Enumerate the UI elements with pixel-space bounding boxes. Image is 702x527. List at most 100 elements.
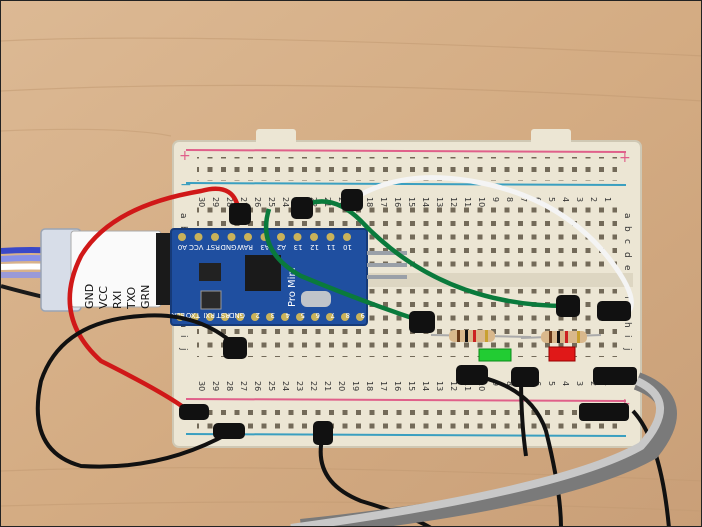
adapter-pin-rxi: RXI (111, 291, 124, 309)
row-letter-top: c (622, 239, 632, 244)
wire-head-green-mid (409, 311, 435, 333)
board-bottom-pin (281, 313, 289, 321)
column-number-bottom: 30 (197, 381, 206, 391)
adapter-pin-gnd: GND (83, 284, 96, 309)
column-number-top: 7 (519, 197, 528, 202)
wire-head-black-led-1 (456, 365, 488, 385)
resistor-1 (430, 330, 532, 342)
column-number-bottom: 21 (323, 381, 332, 391)
board-bottom-pin-label: RXI (203, 311, 215, 319)
column-number-top: 3 (575, 197, 584, 202)
column-number-bottom: 26 (253, 381, 262, 391)
column-number-bottom: 19 (351, 381, 360, 391)
column-number-bottom: 27 (239, 381, 248, 391)
board-top-pin (244, 233, 252, 241)
header-pins-right (367, 251, 407, 255)
wire-head-black-rail-1 (593, 367, 637, 385)
column-number-top: 12 (449, 197, 458, 207)
board-top-pin-label: 12 (310, 243, 319, 251)
wire-head-black-left (213, 423, 245, 439)
column-number-top: 24 (281, 197, 290, 207)
row-letter-top: e (622, 265, 632, 271)
column-number-bottom: 8 (505, 381, 514, 386)
board-top-pin (326, 233, 335, 241)
board-bottom-pin (221, 313, 229, 321)
row-letter-top: a (622, 213, 632, 219)
column-number-top: 17 (379, 197, 388, 207)
column-number-bottom: 24 (281, 381, 290, 391)
board-bottom-pin-label: GND (229, 311, 245, 319)
column-number-top: 13 (435, 197, 444, 207)
board-top-pin-label: RAW (237, 243, 253, 251)
black-wire-gnd-left (35, 313, 241, 469)
green-led (478, 348, 512, 362)
red-led (548, 346, 576, 362)
board-bottom-pin (251, 313, 259, 321)
column-number-bottom: 18 (365, 381, 374, 391)
reset-button (200, 290, 222, 310)
board-top-pin-label: 10 (343, 243, 352, 251)
board-bottom-pin (206, 313, 214, 321)
board-top-pin-label: RST (206, 243, 220, 251)
column-number-bottom: 2 (589, 381, 598, 386)
column-number-top: 25 (267, 197, 276, 207)
board-bottom-pin-label: 2 (256, 311, 260, 319)
microcontroller-chip (245, 255, 281, 291)
row-letter-bottom-left: i (178, 335, 188, 338)
board-bottom-pin-label: 9 (361, 311, 365, 319)
column-number-bottom: 20 (337, 381, 346, 391)
column-number-top: 5 (547, 197, 556, 202)
column-number-top: 26 (253, 197, 262, 207)
wire-head-black-gnd (223, 337, 247, 359)
board-bottom-pin (326, 313, 334, 321)
column-number-bottom: 22 (309, 381, 318, 391)
board-label: Pro Mini (287, 267, 298, 307)
breadboard-clip-top-left (256, 129, 296, 145)
column-number-bottom: 10 (477, 381, 486, 391)
board-bottom-pin-label: 5 (301, 311, 305, 319)
board-bottom-pin (311, 313, 319, 321)
column-number-bottom: 16 (393, 381, 402, 391)
board-top-pin (211, 233, 219, 241)
column-number-bottom: 15 (407, 381, 416, 391)
board-top-pin (227, 233, 236, 241)
board-top-pin (277, 233, 285, 241)
wire-head-red-top (229, 203, 251, 225)
wire-head-black-mid (313, 421, 333, 445)
bottom-rail-red-line (185, 398, 627, 402)
board-bottom-pin (296, 313, 304, 321)
board-top-pin-label: A0 (178, 243, 187, 251)
column-number-top: 10 (477, 197, 486, 207)
board-top-pin (194, 233, 203, 241)
wire-head-white-top (341, 189, 363, 211)
rail-plus-top-right: + (619, 150, 631, 166)
wire-head-white-right (597, 301, 631, 321)
wire-head-black-led-2 (511, 367, 539, 387)
board-top-pin (343, 233, 351, 241)
board-top-pin-label: VCC (189, 243, 204, 251)
column-number-top: 1 (603, 197, 612, 202)
column-number-bottom: 4 (561, 381, 570, 386)
column-number-top: 15 (407, 197, 416, 207)
board-bottom-pin-label: 6 (315, 311, 320, 319)
column-number-top: 16 (393, 197, 402, 207)
voltage-regulator (199, 263, 221, 281)
board-top-pin (293, 233, 302, 241)
adapter-pin-vcc: VCC (97, 286, 110, 309)
board-bottom-pin-label: 4 (285, 311, 290, 319)
board-bottom-pin-label: BLK (171, 311, 185, 319)
top-rail-blue-line (185, 182, 627, 186)
column-number-top: 14 (421, 197, 430, 207)
board-top-pin-label: GND (220, 243, 236, 251)
column-number-bottom: 25 (267, 381, 276, 391)
board-top-pin-label: 13 (294, 243, 303, 251)
red-wire (67, 186, 242, 415)
column-number-top: 8 (505, 197, 514, 202)
adapter-pin-labels: GND VCC RXI TXO GRN (83, 284, 152, 310)
board-bottom-pin (266, 313, 274, 321)
rail-minus-top-left: − (180, 177, 192, 193)
adapter-pin-grn: GRN (139, 285, 152, 309)
board-bottom-pin (341, 313, 349, 321)
